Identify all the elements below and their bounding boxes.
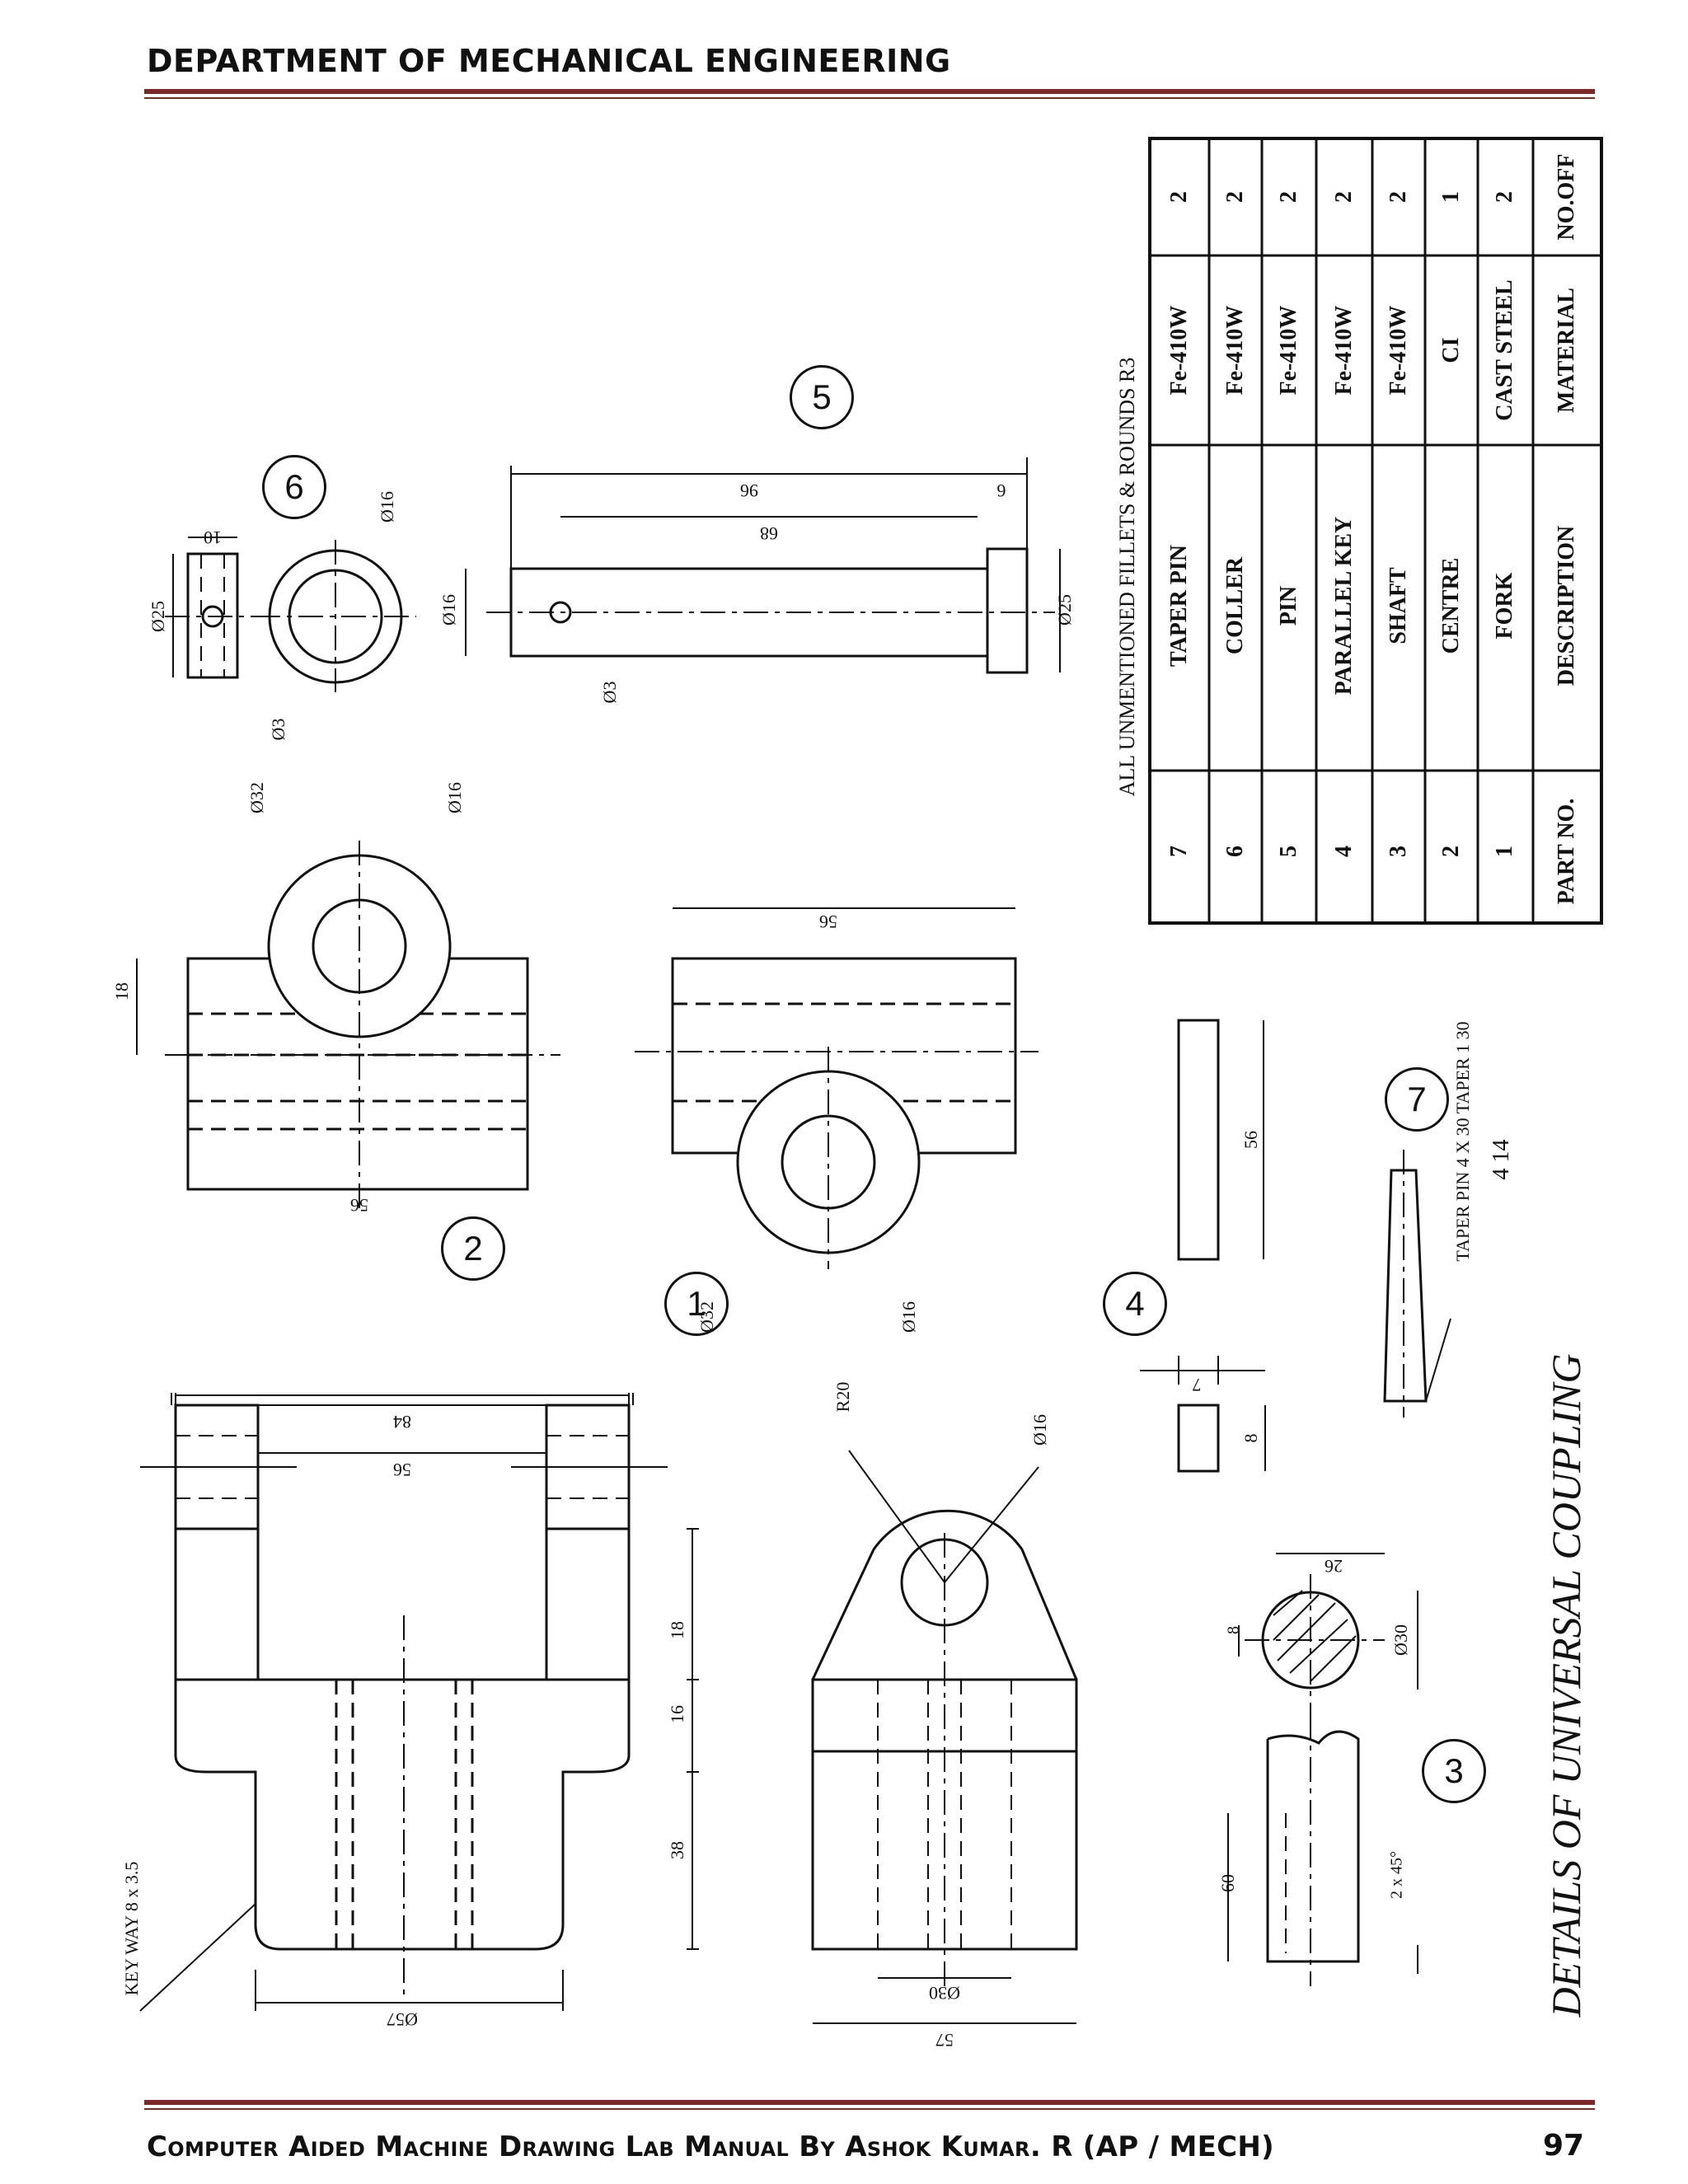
bom-table: [1148, 137, 1603, 925]
bom-row-5-mat: Fe-410W: [1276, 305, 1301, 396]
bom-row-4-mat: Fe-410W: [1331, 305, 1357, 396]
dim-d30-fork: Ø30: [929, 1983, 960, 2004]
drawing-code: 4 14: [1489, 1139, 1514, 1180]
bom-row-4-qty: 2: [1331, 191, 1357, 203]
bom-header-material: MATERIAL: [1554, 288, 1579, 413]
dim-7-key: 7: [1192, 1375, 1202, 1395]
dim-d30-shaft: Ø30: [1390, 1624, 1411, 1656]
part-label-3: 3: [1422, 1739, 1486, 1803]
dim-56-centre: 56: [350, 1195, 368, 1216]
bom-row-7-desc: TAPER PIN: [1166, 544, 1192, 668]
bom-header-no-off: NO.OFF: [1554, 153, 1579, 241]
bom-row-7-no: 7: [1166, 846, 1192, 857]
dim-60-shaft: 60: [1217, 1874, 1238, 1892]
bom-row-6-desc: COLLER: [1222, 556, 1248, 655]
dim-d16-centre: Ø16: [444, 782, 465, 813]
dim-d32-centre: Ø32: [246, 782, 267, 813]
dim-26-shaft: 26: [1325, 1556, 1343, 1577]
dim-18-fork: 18: [667, 1621, 687, 1639]
dim-18-centre: 18: [111, 982, 132, 1001]
part-label-5: 5: [790, 365, 854, 429]
footer-rule: [144, 2100, 1595, 2105]
bom-row-4-desc: PARALLEL KEY: [1331, 516, 1357, 696]
page-header: DEPARTMENT OF MECHANICAL ENGINEERING: [147, 43, 951, 79]
bom-row-5-no: 5: [1276, 846, 1301, 857]
dim-8-key: 8: [1240, 1433, 1261, 1443]
bom-row-2-qty: 1: [1438, 191, 1464, 203]
bom-row-3-no: 3: [1386, 846, 1411, 857]
dim-38-fork: 38: [667, 1841, 687, 1859]
bom-row-1-no: 1: [1492, 846, 1517, 857]
header-rule-thin: [144, 97, 1595, 99]
bom-row-6-mat: Fe-410W: [1222, 305, 1248, 396]
dim-d16-pin: Ø16: [438, 594, 459, 626]
page-number: 97: [1543, 2129, 1585, 2163]
dim-d25-coller: Ø25: [148, 601, 168, 632]
dim-d57-fork: Ø57: [387, 2009, 418, 2030]
bom-row-7-qty: 2: [1166, 191, 1192, 203]
drawing-title: DETAILS OF UNIVERSAL COUPLING: [1543, 1353, 1589, 2018]
dim-d16-fork: Ø16: [1029, 1414, 1050, 1446]
dim-16-fork: 16: [667, 1705, 687, 1723]
bom-row-7-mat: Fe-410W: [1166, 305, 1192, 396]
bom-header-part-no: PART NO.: [1554, 798, 1579, 905]
bom-row-2-desc: CENTRE: [1438, 557, 1464, 654]
footer-text: Computer Aided Machine Drawing Lab Manua…: [147, 2130, 1274, 2163]
bom-row-3-qty: 2: [1386, 191, 1411, 203]
part-label-2: 2: [441, 1216, 505, 1281]
bom-row-1-desc: FORK: [1492, 572, 1517, 640]
bom-row-1-mat: CAST STEEL: [1492, 279, 1517, 421]
dim-10-coller: 10: [204, 527, 222, 548]
part-label-4: 4: [1103, 1272, 1167, 1336]
fillet-note: ALL UNMENTIONED FILLETS & ROUNDS R3: [1115, 357, 1139, 797]
bom-row-2-no: 2: [1438, 846, 1464, 857]
dim-96-pin: 96: [740, 480, 758, 501]
bom-row-5-desc: PIN: [1276, 585, 1301, 626]
dim-d3-coller: Ø3: [268, 718, 288, 741]
bom-row-2-mat: CI: [1438, 337, 1464, 363]
dim-d3-pin: Ø3: [599, 681, 620, 704]
bom-row-3-desc: SHAFT: [1386, 567, 1411, 644]
dim-57-fork-side: 57: [935, 2030, 954, 2050]
footer-rule-thin: [144, 2108, 1595, 2110]
dim-56-centre-2: 56: [819, 912, 837, 932]
dim-6-pin: 6: [996, 480, 1006, 501]
bom-row-5-qty: 2: [1276, 191, 1301, 203]
part-label-6: 6: [262, 455, 326, 519]
dim-84: 84: [393, 1412, 411, 1432]
part-label-1: 1: [664, 1272, 729, 1336]
dim-8-shaft: 8: [1224, 1626, 1243, 1634]
keyway-note: KEY WAY 8 x 3.5: [121, 1861, 142, 1996]
dim-56-fork: 56: [393, 1460, 411, 1480]
dim-56-key: 56: [1240, 1131, 1261, 1149]
header-rule: [144, 89, 1595, 94]
dim-d32-centre-2: Ø32: [696, 1301, 717, 1333]
part-label-7: 7: [1385, 1067, 1449, 1132]
dim-d16-coller: Ø16: [377, 491, 397, 523]
dim-68-pin: 68: [760, 523, 778, 544]
dim-r20: R20: [832, 1381, 853, 1413]
bom-row-1-qty: 2: [1492, 191, 1517, 203]
dim-d16-centre-2: Ø16: [898, 1301, 919, 1333]
bom-row-4-no: 4: [1331, 846, 1357, 857]
bom-row-6-qty: 2: [1222, 191, 1248, 203]
taper-pin-note: TAPER PIN 4 X 30 TAPER 1 30: [1452, 1021, 1473, 1262]
bom-header-description: DESCRIPTION: [1554, 525, 1579, 687]
chamfer-note: 2 x 45°: [1387, 1851, 1406, 1899]
bom-row-6-no: 6: [1222, 846, 1248, 857]
dim-d25-pin: Ø25: [1054, 594, 1075, 626]
bom-row-3-mat: Fe-410W: [1386, 305, 1411, 396]
